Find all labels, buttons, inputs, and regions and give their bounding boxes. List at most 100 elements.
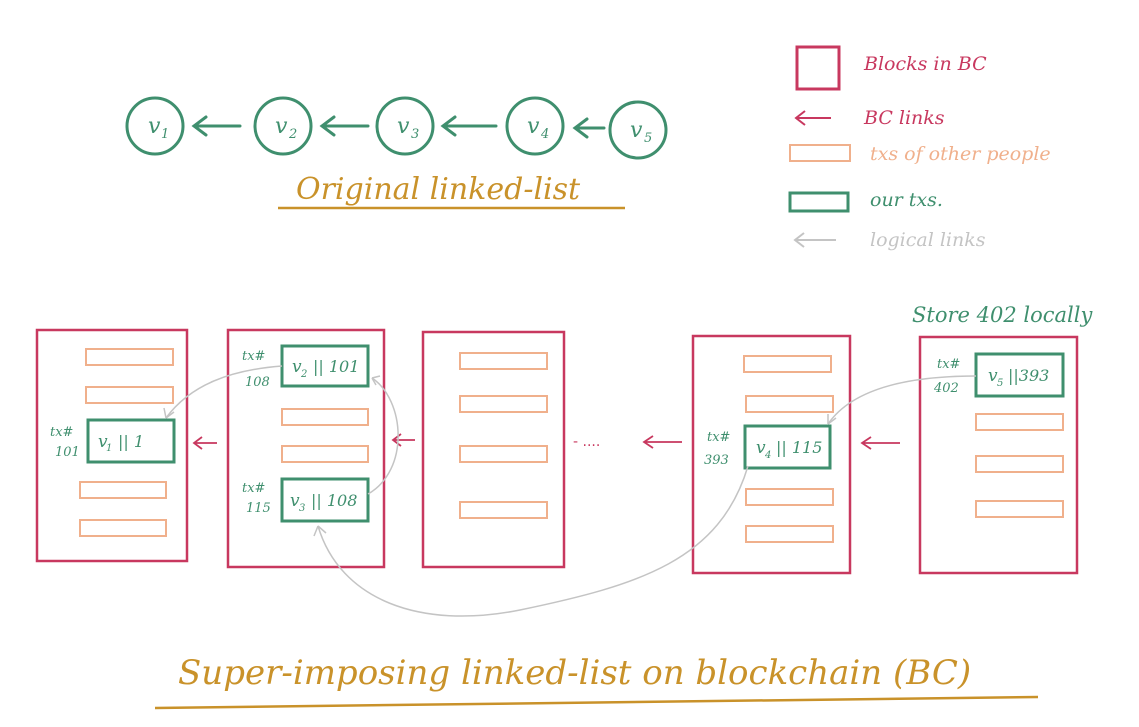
list-node-v5: v 5: [608, 100, 668, 160]
logical-link-v2-v1: [165, 365, 283, 419]
other-tx: [975, 500, 1064, 518]
other-tx: [975, 413, 1064, 431]
legend-bc-links-label: BC links: [863, 107, 945, 129]
store-note: Store 402 locally: [912, 303, 1093, 327]
tx-var-sub: 1: [106, 443, 112, 454]
list-node-v2: v 2: [253, 96, 313, 156]
other-tx: [745, 525, 834, 543]
top-caption: Original linked-list: [296, 172, 581, 207]
other-tx: [459, 352, 548, 370]
list-node-v3: v 3: [375, 96, 435, 156]
node-label: v: [397, 114, 410, 139]
other-tx: [745, 488, 834, 506]
block-2: v 2 || 101 tx# 108 v 3 || 108 tx# 115: [226, 328, 386, 569]
node-subscript: 1: [161, 127, 169, 142]
node-label: v: [527, 114, 540, 139]
bottom-caption-underline: [154, 695, 1039, 710]
list-node-v1: v 1: [125, 96, 185, 156]
bc-links: [192, 433, 900, 450]
tx-var: v: [290, 491, 300, 511]
block-frame: [691, 334, 852, 575]
list-node-v4: v 4: [505, 96, 565, 156]
tx-var: v: [988, 366, 998, 386]
list-arrow-v4-v3: [440, 115, 498, 137]
logical-link-v4-v3-head: [313, 525, 327, 537]
legend-blocks: Blocks in BC: [795, 45, 987, 91]
tx-pointer: || 101: [313, 357, 359, 376]
logical-link-v3-v2: [367, 377, 399, 495]
block-5: v 5 ||393 tx# 402: [918, 335, 1079, 575]
node-subscript: 2: [288, 127, 297, 142]
other-tx: [281, 408, 369, 426]
tx-pointer: || 1: [118, 432, 144, 451]
bottom-caption: Super-imposing linked-list on blockchain…: [178, 653, 971, 693]
tx-var: v: [98, 432, 108, 452]
tx-var-sub: 3: [299, 503, 305, 514]
other-tx: [85, 348, 174, 366]
node-label: v: [148, 114, 161, 139]
legend-other-txs: txs of other people: [789, 143, 1051, 165]
bc-link-5-4: [860, 436, 900, 450]
tx-id: 108: [245, 375, 270, 390]
legend-logical-links: logical links: [793, 229, 986, 251]
legend-our-txs: our txs.: [788, 189, 943, 213]
tx-var-sub: 4: [764, 450, 771, 461]
block-4: v 4 || 115 tx# 393: [691, 334, 852, 575]
node-label: v: [275, 114, 288, 139]
other-tx: [459, 445, 548, 463]
block-frame: [421, 330, 566, 569]
tx-id: 115: [246, 501, 271, 516]
other-tx: [459, 395, 548, 413]
logical-links: [163, 365, 977, 617]
bc-link-2-1: [192, 436, 217, 450]
node-subscript: 4: [540, 127, 549, 142]
other-tx: [975, 455, 1064, 473]
tx-id: 101: [55, 445, 80, 460]
other-tx: [743, 355, 832, 373]
legend-logical-links-label: logical links: [870, 229, 986, 251]
node-subscript: 3: [411, 127, 419, 142]
list-arrow-v2-v1: [191, 115, 242, 137]
other-tx: [745, 395, 834, 413]
legend-bc-links: BC links: [794, 107, 945, 129]
top-linked-list: v 1 v 2 v 3 v 4 v 5 Orig: [125, 96, 668, 210]
bc-link-4-ellipsis: [642, 435, 682, 449]
tx-pointer: || 115: [776, 438, 822, 457]
list-arrow-v3-v2: [319, 115, 370, 137]
block-frame: [35, 328, 189, 563]
tx-id: 393: [704, 453, 729, 468]
other-tx: [79, 481, 167, 499]
block-frame: [226, 328, 386, 569]
other-tx: [281, 445, 369, 463]
tx-label: tx#: [242, 349, 265, 364]
legend-blocks-label: Blocks in BC: [863, 53, 987, 75]
our-tx-v3: [280, 477, 370, 523]
node-label: v: [630, 118, 643, 143]
tx-label: tx#: [707, 430, 730, 445]
bc-ellipsis: - ....: [573, 434, 600, 450]
node-subscript: 5: [644, 131, 652, 146]
logical-link-v5-v4: [827, 375, 977, 425]
legend-our-txs-label: our txs.: [870, 189, 943, 211]
tx-pointer: || 108: [311, 491, 357, 510]
legend: Blocks in BC BC links txs of other peopl…: [788, 45, 1051, 251]
logical-link-v5-v4-head: [827, 414, 837, 425]
other-tx: [85, 386, 174, 404]
other-tx: [79, 519, 167, 537]
tx-var-sub: 5: [997, 378, 1003, 389]
logical-link-v2-v1-head: [163, 407, 175, 419]
block-frame: [918, 335, 1079, 575]
block-1: v 1 || 1 tx# 101: [35, 328, 189, 563]
tx-var: v: [292, 357, 302, 377]
logical-link-v3-v2-head: [371, 375, 381, 386]
block-3: [421, 330, 566, 569]
our-tx-v5: [974, 352, 1065, 398]
tx-var: v: [756, 438, 766, 458]
tx-label: tx#: [50, 425, 73, 440]
other-tx: [459, 501, 548, 519]
list-arrow-v5-v4: [572, 117, 606, 139]
legend-other-txs-label: txs of other people: [870, 143, 1051, 165]
our-tx-v4: [743, 424, 832, 470]
logical-link-v4-v3: [317, 465, 749, 617]
